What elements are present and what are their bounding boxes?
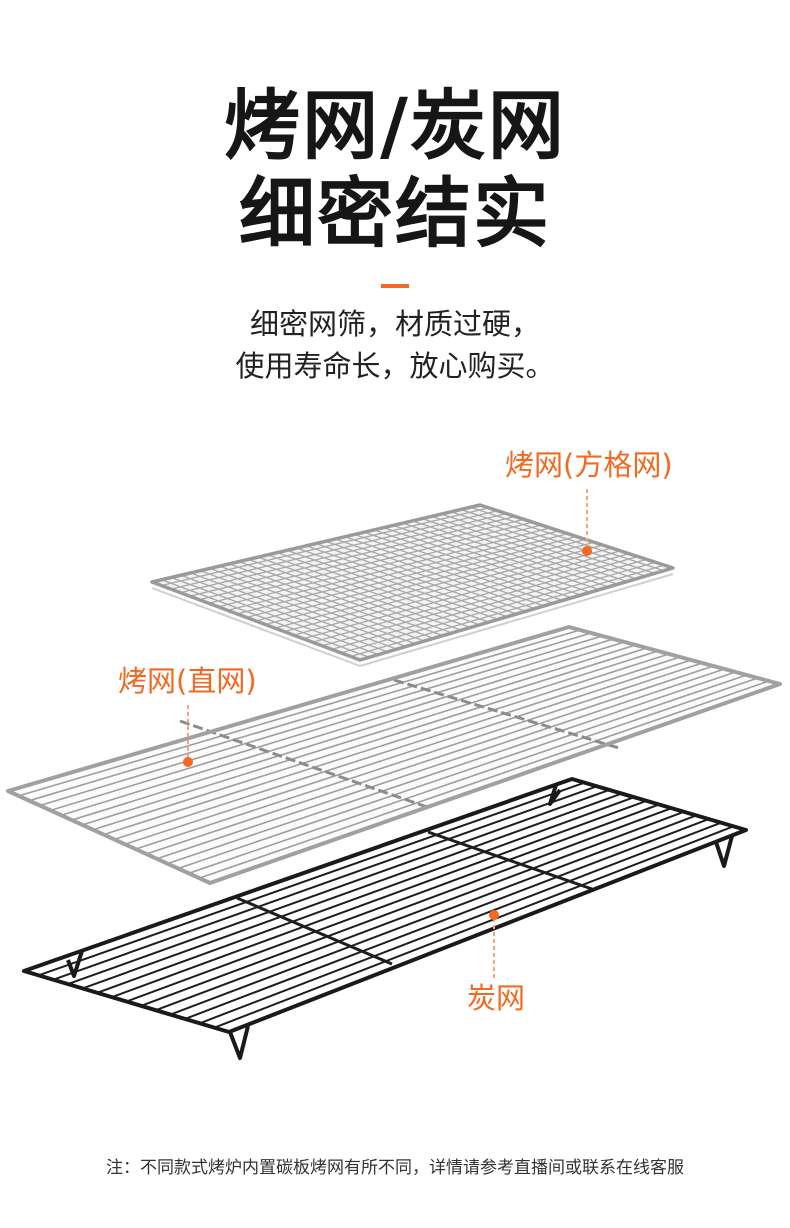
callout-straight-grid-label: 烤网(直网) <box>118 664 257 698</box>
callout-dot-square <box>582 546 592 556</box>
description-line-1: 细密网筛，材质过硬， <box>249 307 540 341</box>
accent-divider <box>381 284 409 288</box>
page-title-line-2: 细密结实 <box>239 169 551 258</box>
straight-bar-grate <box>6 625 782 885</box>
callout-dot-charcoal <box>489 910 499 920</box>
page-title-line-1: 烤网/炭网 <box>224 81 566 170</box>
square-mesh-grate <box>150 503 675 668</box>
callout-square-grid-label: 烤网(方格网) <box>505 448 673 482</box>
charcoal-grate <box>22 777 748 1060</box>
callout-dot-straight <box>183 757 193 767</box>
callout-leaders <box>183 489 592 978</box>
footnote: 注：不同款式烤炉内置碳板烤网有所不同，详情请参考直播间或联系在线客服 <box>106 1158 684 1178</box>
callout-charcoal-grid-label: 炭网 <box>467 981 526 1015</box>
description-line-2: 使用寿命长，放心购买。 <box>235 349 555 383</box>
